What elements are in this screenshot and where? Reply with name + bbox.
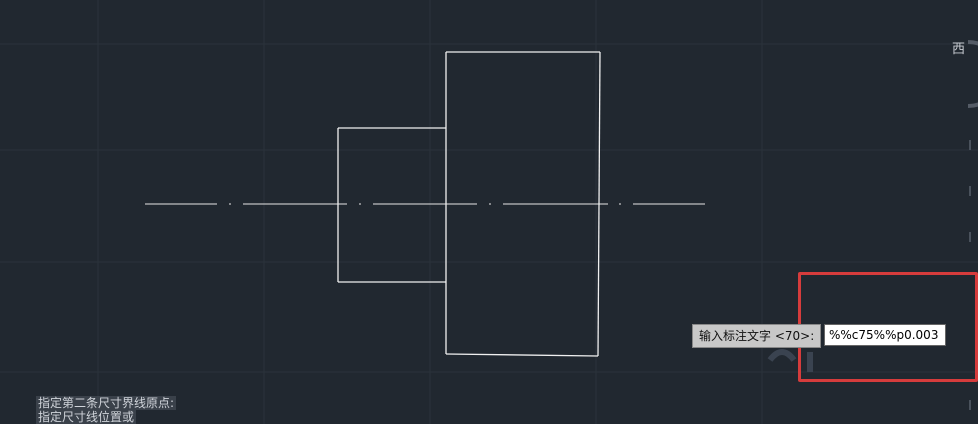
viewcube-ring[interactable] [967,40,978,108]
dimension-text-prompt: 输入标注文字 <70>: [692,324,822,348]
shaft-small-section[interactable] [337,127,446,283]
shaft-large-section[interactable] [445,51,601,357]
watermark-logo [767,349,813,372]
viewcube-west-label[interactable]: 西 [952,42,966,57]
dimension-text-input[interactable] [824,324,946,346]
command-line-2: 指定尺寸线位置或 [36,410,137,424]
command-line-history: 指定第二条尺寸界线原点: 指定尺寸线位置或 [36,396,177,424]
command-line-1: 指定第二条尺寸界线原点: [36,396,177,410]
